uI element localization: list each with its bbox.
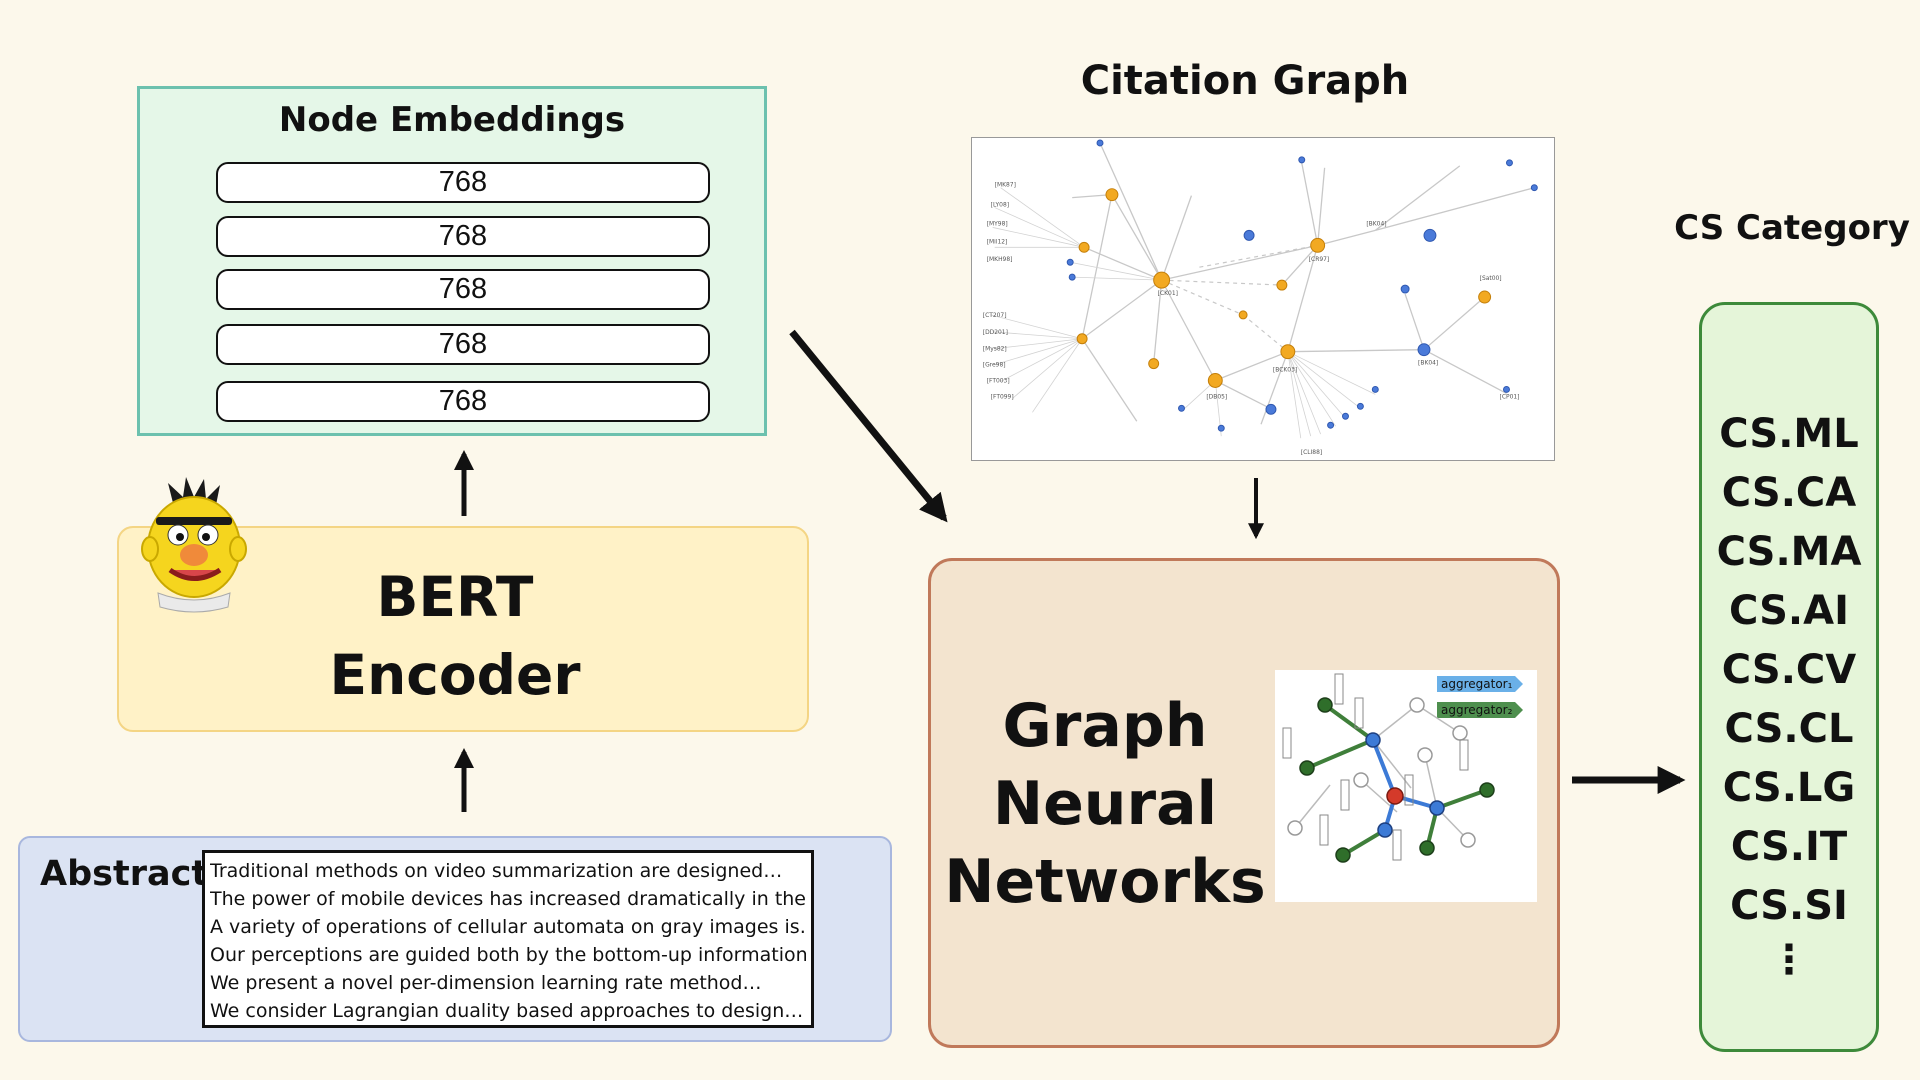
cs-category-box — [1699, 302, 1879, 1052]
svg-text:[BCK03]: [BCK03] — [1273, 367, 1297, 374]
gnn-label: Graph Neural Networks — [940, 687, 1270, 921]
svg-text:[Gre98]: [Gre98] — [983, 362, 1006, 369]
svg-text:[MK87]: [MK87] — [995, 182, 1016, 189]
svg-text:[CR97]: [CR97] — [1309, 256, 1330, 263]
abstract-line: We consider Lagrangian duality based app… — [210, 1000, 804, 1022]
svg-text:[MY98]: [MY98] — [987, 220, 1008, 227]
category-item: CS.CA — [1721, 470, 1857, 516]
citation-graph-image: [MK87] [LY08] [MY98] [Mil12] [MKH98] [CK01]… — [971, 137, 1555, 461]
arrow-embeddings-to-gnn — [789, 329, 948, 523]
citation-graph-title: Citation Graph — [1080, 58, 1410, 104]
bert-label-line1: BERT — [376, 565, 534, 629]
svg-text:[CP01]: [CP01] — [1500, 393, 1520, 400]
svg-text:[LY08]: [LY08] — [991, 202, 1009, 209]
svg-text:[MKH98]: [MKH98] — [987, 256, 1013, 263]
embedding-row: 768 — [216, 162, 710, 203]
node-embeddings-box — [137, 86, 767, 436]
abstract-line: We present a novel per-dimension learnin… — [210, 972, 762, 994]
node-embeddings-title: Node Embeddings — [278, 100, 626, 140]
bert-label-line2: Encoder — [329, 643, 581, 707]
svg-text:[CK01]: [CK01] — [1158, 290, 1178, 297]
abstract-line: The power of mobile devices has increase… — [210, 888, 806, 910]
category-item: CS.ML — [1719, 411, 1859, 457]
cs-category-title: CS Category — [1674, 208, 1910, 248]
svg-text:[DB05]: [DB05] — [1206, 393, 1227, 400]
category-item: CS.LG — [1722, 765, 1856, 811]
svg-text:[Sat00]: [Sat00] — [1480, 275, 1502, 282]
cs-category-list: CS.ML CS.CA CS.MA CS.AI CS.CV CS.CL CS.L… — [1699, 405, 1879, 936]
category-item: CS.IT — [1730, 824, 1848, 870]
bert-mascot-icon — [141, 477, 247, 613]
gnn-label-line3: Networks — [944, 847, 1266, 917]
svg-text:[FT099]: [FT099] — [991, 393, 1014, 400]
svg-text:[Mil12]: [Mil12] — [987, 238, 1008, 245]
gnn-label-line2: Neural — [992, 769, 1218, 839]
embedding-row: 768 — [216, 216, 710, 257]
abstract-line: Our perceptions are guided both by the b… — [210, 944, 806, 966]
abstract-label: Abstract — [40, 854, 209, 894]
category-item: CS.CL — [1724, 706, 1854, 752]
category-item: CS.AI — [1729, 588, 1849, 634]
svg-text:[FT003]: [FT003] — [987, 377, 1010, 384]
svg-text:[BK04]: [BK04] — [1418, 360, 1438, 367]
abstract-text-box: Traditional methods on video summarizati… — [202, 850, 814, 1028]
svg-text:[Mys82]: [Mys82] — [983, 346, 1007, 353]
embedding-row: 768 — [216, 324, 710, 365]
embedding-row: 768 — [216, 381, 710, 422]
embedding-row: 768 — [216, 269, 710, 310]
category-more-ellipsis: ⋮ — [1769, 937, 1809, 983]
gnn-label-line1: Graph — [1002, 691, 1208, 761]
abstract-line: Traditional methods on video summarizati… — [210, 860, 783, 882]
category-item: CS.SI — [1730, 883, 1848, 929]
category-item: CS.MA — [1716, 529, 1862, 575]
aggregator1-label: aggregator₁ — [1441, 677, 1513, 691]
category-item: CS.CV — [1721, 647, 1857, 693]
svg-text:[CLI88]: [CLI88] — [1301, 449, 1322, 456]
svg-text:[BK04]: [BK04] — [1366, 220, 1386, 227]
svg-text:[DD201]: [DD201] — [983, 329, 1008, 336]
bert-encoder-label: BERT Encoder — [117, 558, 793, 714]
abstract-line: A variety of operations of cellular auto… — [210, 916, 806, 938]
aggregator2-label: aggregator₂ — [1441, 703, 1513, 717]
svg-text:[CT207]: [CT207] — [983, 312, 1007, 319]
gnn-aggregation-illustration: aggregator₁ aggregator₂ — [1275, 670, 1537, 902]
